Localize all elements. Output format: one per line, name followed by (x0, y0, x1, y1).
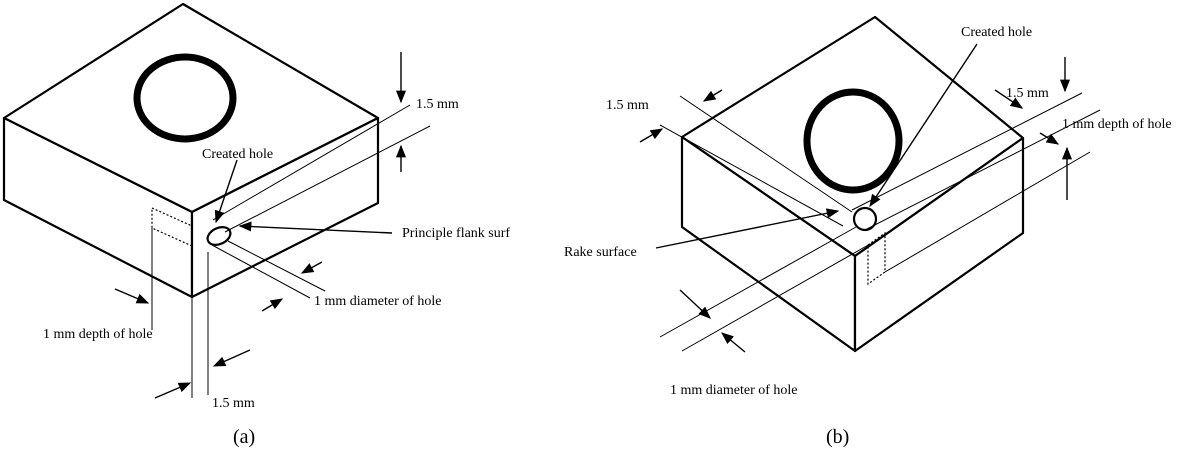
label-principle-flank: Principle flank surf (402, 226, 510, 241)
label-diameter-b: 1 mm diameter of hole (670, 383, 798, 398)
leader-arrow (655, 208, 840, 249)
extension-line (224, 125, 431, 233)
dimension-arrow (212, 349, 251, 367)
label-created-hole-b: Created hole (961, 25, 1032, 40)
dimension-arrow (994, 89, 1024, 109)
extension-line (227, 240, 326, 292)
extension-line (659, 226, 857, 338)
created-hole-a (206, 226, 232, 246)
label-top-offset-a: 1.5 mm (416, 97, 459, 112)
dimension-arrow (679, 289, 711, 319)
dimension-arrow (154, 382, 192, 399)
insert-ring-b (803, 88, 903, 194)
figure-a: Created hole Principle flank surf 1.5 mm… (2, 2, 510, 448)
extension-line (679, 95, 853, 213)
label-created-hole-a: Created hole (202, 147, 273, 162)
label-rake-surface: Rake surface (564, 245, 637, 260)
dimension-arrow (702, 89, 723, 102)
extension-line (211, 244, 311, 299)
caption-b: (b) (826, 426, 849, 448)
extension-line (212, 104, 411, 221)
extension-line (864, 109, 1101, 231)
dimension-arrow (1039, 132, 1060, 145)
extension-line (659, 124, 844, 227)
leader-arrow (214, 159, 238, 224)
extension-line (681, 243, 871, 352)
dimension-arrow (721, 332, 746, 353)
figure-b: Created hole 1.5 mm 1.5 mm 1 mm depth of… (564, 15, 1172, 448)
dimension-arrow (114, 288, 150, 304)
caption-a: (a) (233, 426, 255, 448)
label-left-offset-b: 1.5 mm (606, 98, 649, 113)
block-a-right-face (190, 116, 380, 299)
insert-ring-a (133, 53, 237, 143)
label-depth-b: 1 mm depth of hole (1062, 117, 1172, 132)
dimension-arrow (300, 261, 323, 274)
hidden-hole-b (867, 231, 886, 286)
hidden-hole-a (151, 207, 193, 247)
dimension-arrow (261, 298, 284, 312)
block-b-right-face (853, 136, 1025, 353)
label-diameter-a: 1 mm diameter of hole (314, 294, 442, 309)
extension-line (851, 92, 1083, 211)
dimension-arrow (639, 128, 664, 143)
label-side-offset-a: 1.5 mm (212, 396, 255, 411)
extension-line (884, 151, 1091, 273)
leader-arrow (869, 43, 978, 208)
label-right-offset-b: 1.5 mm (1006, 86, 1049, 101)
leader-arrow (238, 221, 393, 234)
label-depth-a: 1 mm depth of hole (43, 327, 153, 342)
